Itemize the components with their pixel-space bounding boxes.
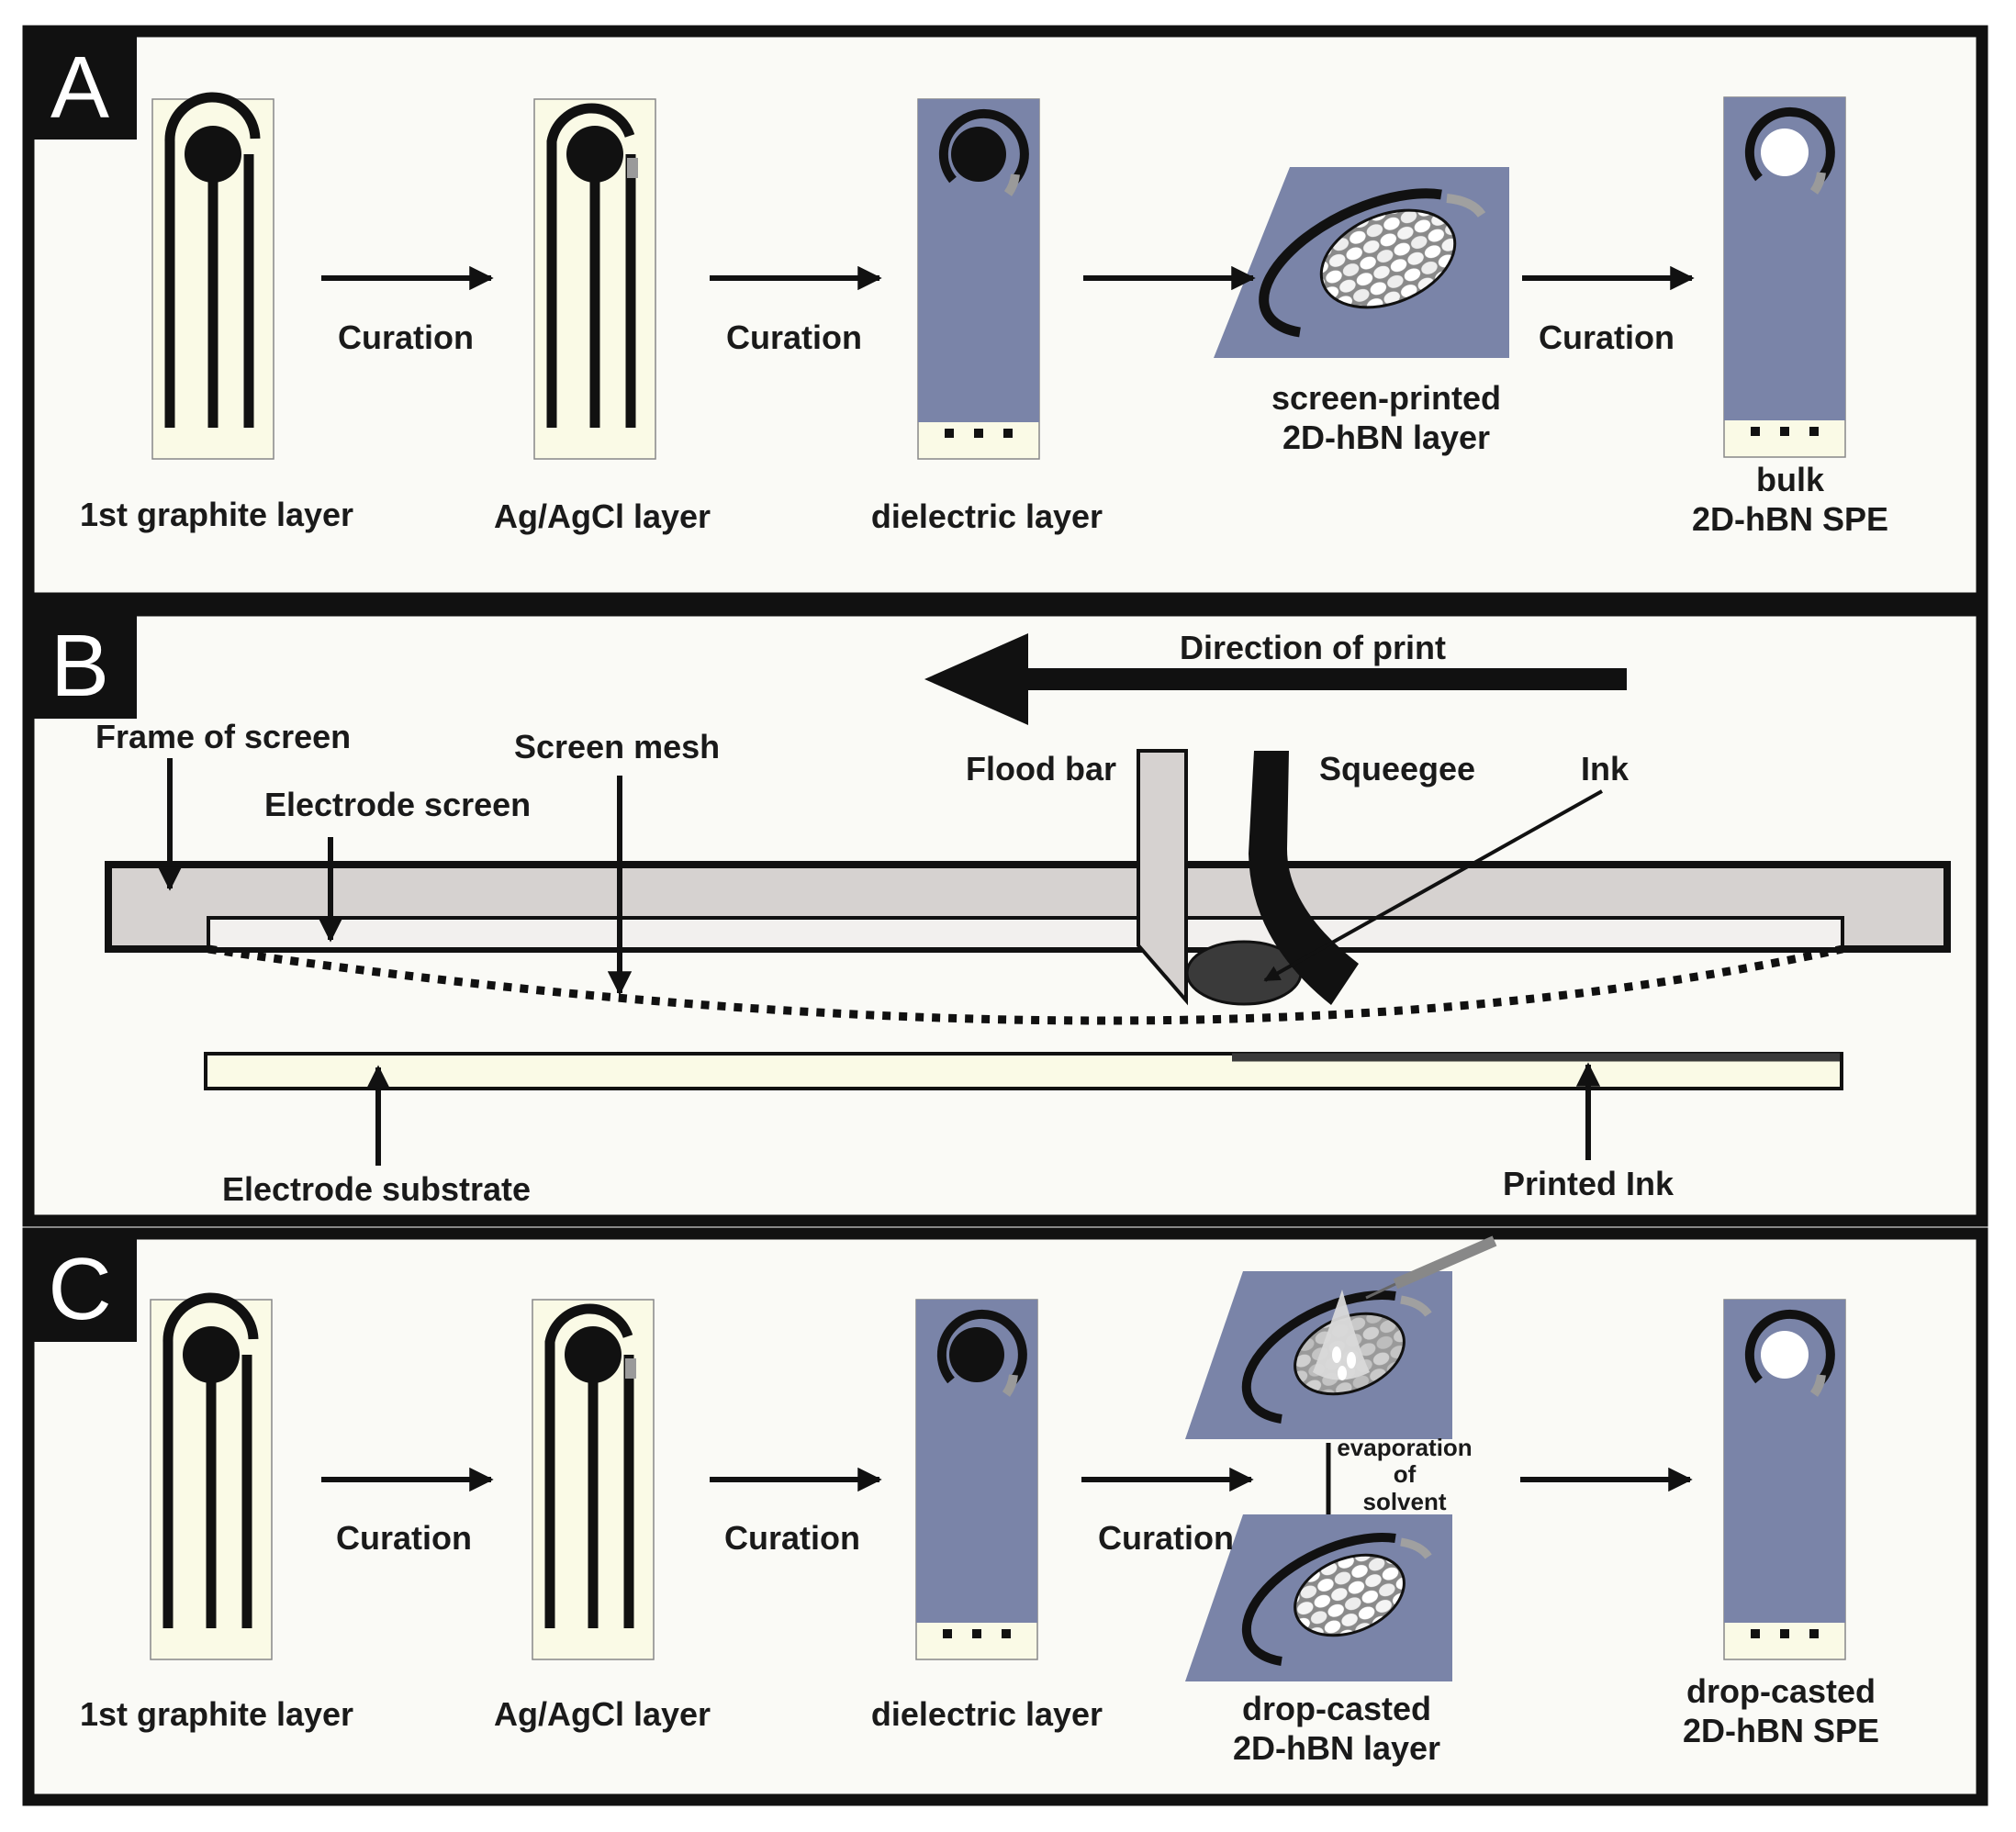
dielectric-electrode-strip-c — [916, 1300, 1037, 1659]
arrow-a1-label: Curation — [338, 318, 474, 356]
step-label-dielectric-a: dielectric layer — [871, 497, 1103, 535]
panel-c: C evaporation of solvent — [22, 1227, 1988, 1806]
arrow-a4-label: Curation — [1539, 318, 1674, 356]
mesh-label: Screen mesh — [514, 728, 720, 765]
step-label-cast-2: 2D-hBN layer — [1233, 1729, 1440, 1767]
electrode-screen-label: Electrode screen — [264, 786, 531, 823]
step-label-spe-2: 2D-hBN SPE — [1692, 500, 1888, 538]
panel-b-letter: B — [50, 617, 109, 715]
step-label-agagcl-c: Ag/AgCl layer — [494, 1695, 711, 1733]
step-label-dielectric-c: dielectric layer — [871, 1695, 1103, 1733]
substrate-label: Electrode substrate — [222, 1170, 531, 1208]
ink-pointer-line — [1263, 789, 1603, 982]
panel-b: B Direction of print Frame of screen Scr… — [22, 604, 1988, 1227]
drop-casted-spe-strip — [1724, 1300, 1845, 1659]
ink-label: Ink — [1581, 750, 1630, 788]
panel-c-letter: C — [48, 1240, 111, 1338]
arrow-c2-label: Curation — [724, 1519, 860, 1557]
screen-printed-hbn-card — [1214, 167, 1509, 358]
bulk-spe-strip — [1724, 97, 1845, 457]
step-label-printed-1: screen-printed — [1271, 379, 1501, 417]
squeegee-label: Squeegee — [1319, 750, 1475, 788]
graphite-electrode-strip — [152, 97, 274, 459]
arrow-c1-label: Curation — [336, 1519, 472, 1557]
step-label-graphite-a: 1st graphite layer — [80, 496, 353, 533]
agagcl-electrode-strip — [534, 99, 655, 459]
drop-casted-card — [1185, 1514, 1452, 1681]
graphite-electrode-strip-c — [151, 1298, 272, 1659]
screen-mesh — [207, 944, 1843, 1025]
flood-bar — [1137, 749, 1188, 1006]
agagcl-electrode-strip-c — [532, 1300, 654, 1659]
step-label-spe-1: bulk — [1756, 461, 1825, 498]
panel-a: A Curation Curation Curation 1st graphit… — [22, 25, 1988, 605]
evaporation-label-1: evaporation — [1337, 1434, 1472, 1461]
electrode-screen — [207, 916, 1844, 951]
direction-arrow — [924, 633, 1627, 725]
step-label-agagcl-a: Ag/AgCl layer — [494, 497, 711, 535]
step-label-printed-2: 2D-hBN layer — [1282, 419, 1490, 456]
step-label-spe-c-2: 2D-hBN SPE — [1683, 1712, 1879, 1749]
evaporation-label-3: solvent — [1362, 1488, 1446, 1515]
arrow-a2-label: Curation — [726, 318, 862, 356]
arrow-c3-label: Curation — [1098, 1519, 1234, 1557]
direction-label: Direction of print — [1180, 629, 1446, 666]
frame-label: Frame of screen — [95, 718, 351, 755]
step-label-spe-c-1: drop-casted — [1686, 1672, 1876, 1710]
flood-bar-label: Flood bar — [966, 750, 1116, 788]
drop-casting-card — [1185, 1235, 1497, 1439]
panel-a-letter: A — [50, 39, 109, 137]
step-label-graphite-c: 1st graphite layer — [80, 1695, 353, 1733]
evaporation-label-2: of — [1394, 1460, 1417, 1488]
step-label-cast-1: drop-casted — [1242, 1690, 1431, 1727]
printed-ink-label: Printed Ink — [1503, 1165, 1674, 1202]
pipette — [1393, 1235, 1497, 1290]
dielectric-electrode-strip — [918, 99, 1039, 459]
